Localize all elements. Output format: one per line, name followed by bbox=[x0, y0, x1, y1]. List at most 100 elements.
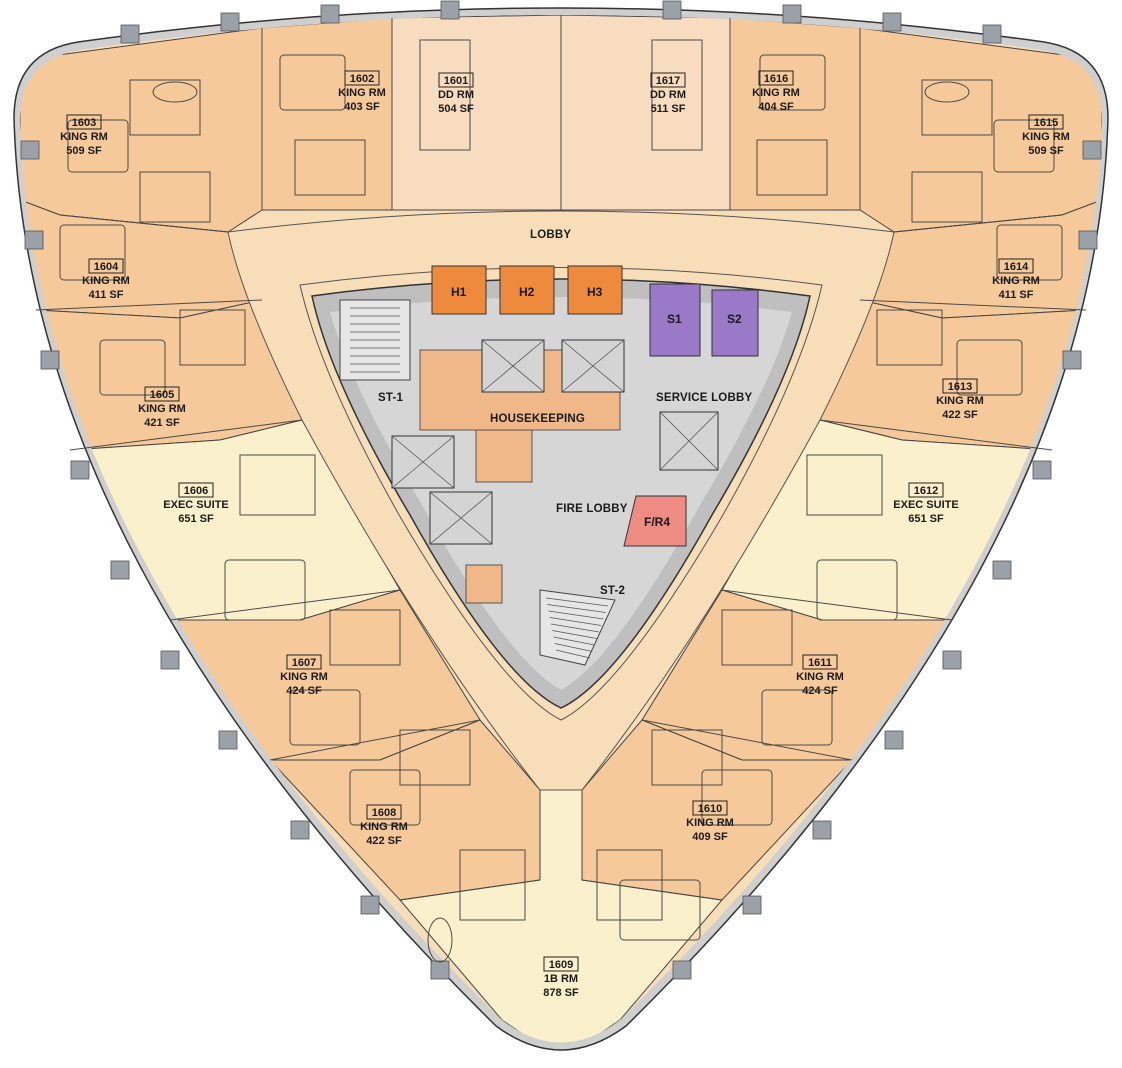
room-1604-area: 411 SF bbox=[89, 289, 124, 301]
room-number-box bbox=[998, 258, 1034, 274]
room-1608-area: 422 SF bbox=[366, 835, 402, 847]
room-number-box bbox=[366, 804, 402, 820]
service-lobby-label: SERVICE LOBBY bbox=[656, 392, 752, 404]
elevator-labels: H1 H2 H3 S1 S2 F/R4 bbox=[451, 285, 742, 529]
room-1606-type: EXEC SUITE bbox=[163, 499, 228, 511]
room-1610-type: KING RM bbox=[686, 817, 734, 829]
room-1615-num: 1615 bbox=[1034, 117, 1058, 129]
room-1616[interactable] bbox=[729, 17, 861, 211]
room-1603-num: 1603 bbox=[72, 117, 96, 129]
elevator-shafts bbox=[391, 339, 719, 545]
room-1611-type: KING RM bbox=[796, 671, 844, 683]
facade-mullion bbox=[290, 820, 310, 840]
room-1604-type: KING RM bbox=[82, 275, 130, 287]
elevator-h3[interactable] bbox=[567, 265, 623, 315]
room-1616-num: 1616 bbox=[764, 73, 788, 85]
room-number-box bbox=[438, 72, 474, 88]
room-1612-type: EXEC SUITE bbox=[893, 499, 958, 511]
facade-mullion bbox=[782, 4, 802, 24]
room-1613-area: 422 SF bbox=[942, 409, 978, 421]
facade-mullion bbox=[110, 560, 130, 580]
room-1602[interactable] bbox=[261, 17, 393, 211]
stair-tread bbox=[554, 643, 593, 652]
room-1603-area: 509 SF bbox=[66, 145, 102, 157]
facade-mullion bbox=[662, 0, 682, 20]
room-1601-num: 1601 bbox=[444, 75, 468, 87]
room-1616-area: 404 SF bbox=[758, 101, 794, 113]
facade-mullion bbox=[120, 24, 140, 44]
facade-mullion bbox=[1062, 350, 1082, 370]
room-1609-type: 1B RM bbox=[544, 973, 578, 985]
room-1610-area: 409 SF bbox=[692, 831, 728, 843]
elevator-s2-label: S2 bbox=[727, 312, 742, 326]
room-1605-num: 1605 bbox=[150, 389, 174, 401]
elevator-s2[interactable] bbox=[711, 289, 759, 357]
elevator-fr4-label: F/R4 bbox=[644, 515, 670, 529]
room-1617-num: 1617 bbox=[656, 75, 680, 87]
stair-1-label: ST-1 bbox=[378, 392, 403, 404]
room-number-box bbox=[1028, 114, 1064, 130]
room-1601-area: 504 SF bbox=[438, 103, 474, 115]
room-number-box bbox=[144, 386, 180, 402]
room-1604-num: 1604 bbox=[94, 261, 119, 273]
room-1607-area: 424 SF bbox=[286, 685, 322, 697]
room-1617-type: DD RM bbox=[650, 89, 686, 101]
elevator-s1[interactable] bbox=[649, 283, 701, 357]
room-number-box bbox=[543, 956, 579, 972]
room-number-box bbox=[88, 258, 124, 274]
room-number-box bbox=[286, 654, 322, 670]
room-1614-area: 411 SF bbox=[999, 289, 1034, 301]
room-1603[interactable] bbox=[20, 27, 263, 233]
room-1601[interactable] bbox=[391, 15, 562, 211]
facade-mullion bbox=[1082, 140, 1102, 160]
room-number-box bbox=[692, 800, 728, 816]
elevator-fr4[interactable] bbox=[623, 495, 687, 547]
stair-tread bbox=[548, 610, 604, 620]
facade-mullion bbox=[220, 12, 240, 32]
room-1609-area: 878 SF bbox=[543, 987, 579, 999]
facade-mullion bbox=[982, 24, 1002, 44]
elevator-h1[interactable] bbox=[431, 265, 487, 315]
room-1613-num: 1613 bbox=[948, 381, 972, 393]
room-1617[interactable] bbox=[560, 15, 731, 211]
room-1602-num: 1602 bbox=[350, 73, 374, 85]
room-1601-type: DD RM bbox=[438, 89, 474, 101]
stair-2[interactable] bbox=[539, 589, 616, 666]
room-1615-type: KING RM bbox=[1022, 131, 1070, 143]
facade-mullion bbox=[20, 140, 40, 160]
stair-tread bbox=[547, 604, 606, 613]
housekeeping-label: HOUSEKEEPING bbox=[490, 413, 585, 425]
room-1602-type: KING RM bbox=[338, 87, 386, 99]
room-1615[interactable] bbox=[859, 27, 1102, 233]
facade-mullion bbox=[1078, 230, 1098, 250]
lobby-corridor[interactable] bbox=[227, 210, 895, 791]
stair-tread bbox=[555, 649, 591, 659]
elevator-h1-label: H1 bbox=[451, 285, 467, 299]
room-1612-area: 651 SF bbox=[908, 513, 944, 525]
facade-mullion bbox=[672, 960, 692, 980]
facade-mullion bbox=[40, 350, 60, 370]
facade-mullions bbox=[20, 0, 1102, 980]
room-1608-num: 1608 bbox=[372, 807, 396, 819]
room-1609-num: 1609 bbox=[549, 959, 573, 971]
facade-mullion bbox=[320, 4, 340, 24]
stair-tread bbox=[545, 597, 609, 607]
room-1605-type: KING RM bbox=[138, 403, 186, 415]
room-1605-area: 421 SF bbox=[144, 417, 180, 429]
facade-mullion bbox=[430, 960, 450, 980]
stair-tread bbox=[552, 630, 597, 639]
facade-mullion bbox=[882, 12, 902, 32]
room-number-box bbox=[802, 654, 838, 670]
room-1608-type: KING RM bbox=[360, 821, 408, 833]
room-1614-num: 1614 bbox=[1004, 261, 1029, 273]
stair-2-label: ST-2 bbox=[600, 585, 625, 597]
elevator-h2[interactable] bbox=[499, 265, 555, 315]
stair-tread bbox=[553, 636, 595, 646]
room-number-box bbox=[66, 114, 102, 130]
facade-mullion bbox=[24, 230, 44, 250]
facade-mullion bbox=[884, 730, 904, 750]
room-1611-area: 424 SF bbox=[802, 685, 838, 697]
facade-mullion bbox=[360, 895, 380, 915]
stair-1[interactable] bbox=[339, 299, 411, 381]
